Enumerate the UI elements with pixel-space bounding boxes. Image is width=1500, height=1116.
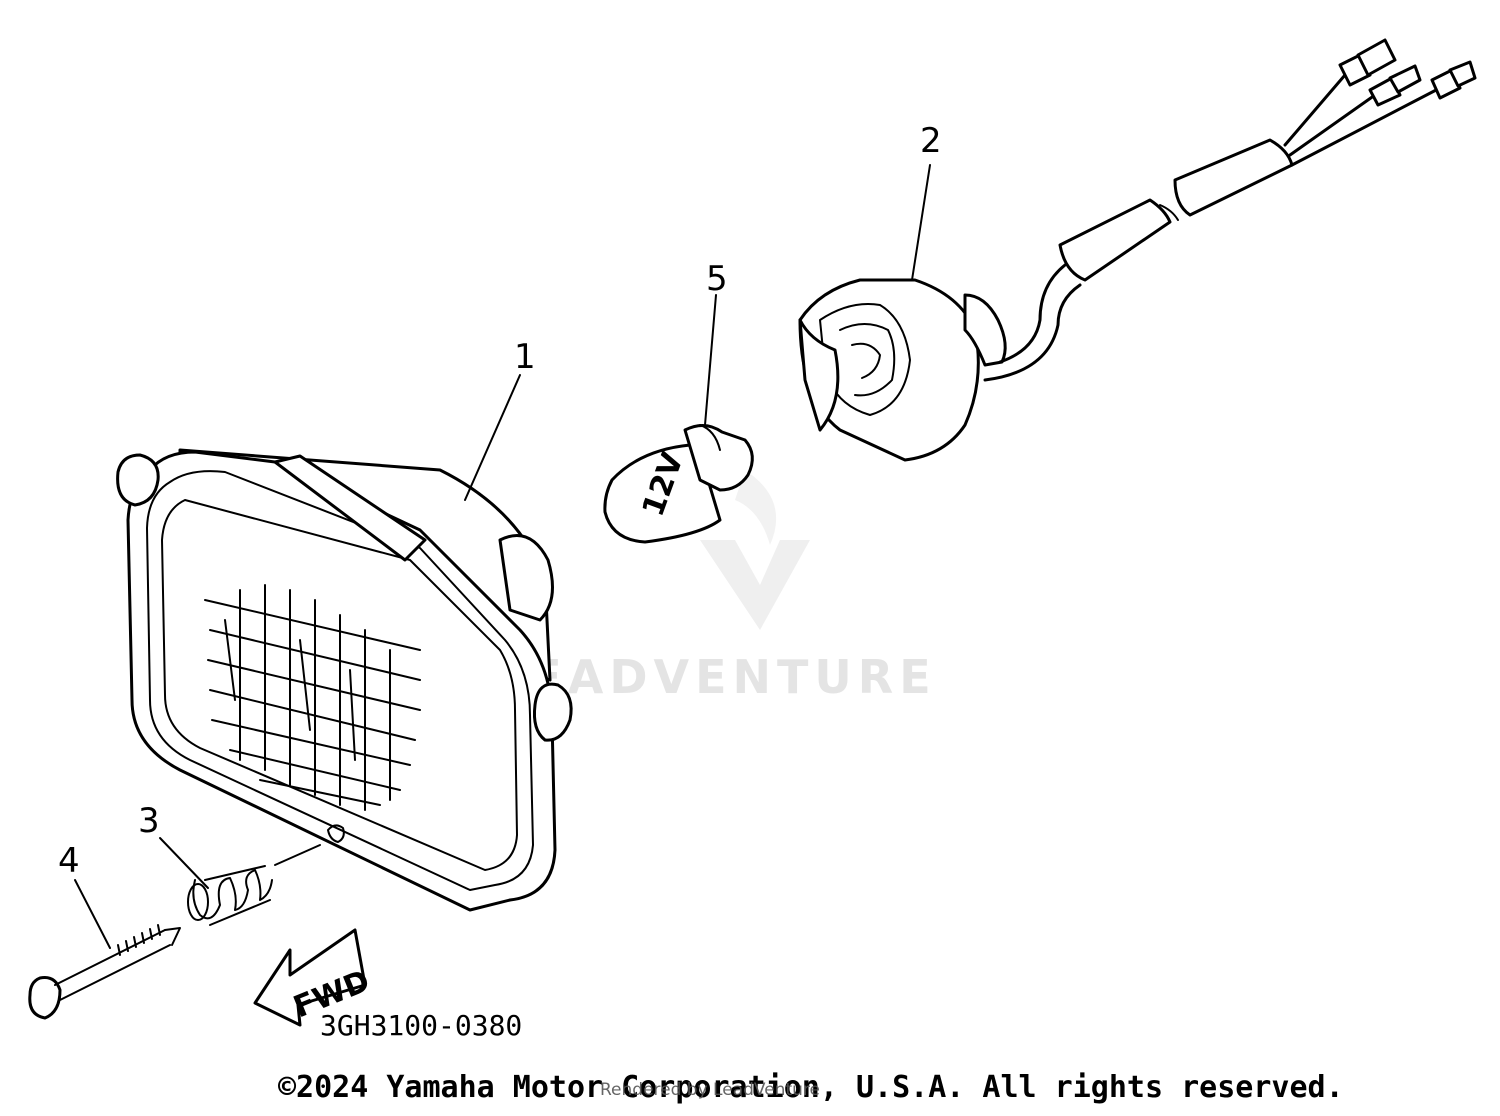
lens-pattern — [204, 584, 421, 811]
diagram-part-code: 3GH3100-0380 — [320, 1009, 522, 1042]
headlight-assembly[interactable] — [116, 448, 573, 912]
socket-harness[interactable] — [798, 38, 1477, 462]
bulb[interactable]: 12V — [603, 424, 754, 544]
callout-1: 1 — [514, 337, 536, 377]
callout-4: 4 — [58, 841, 80, 881]
callout-3: 3 — [138, 801, 160, 841]
rendered-by-text: Rendered by LeadVenture — [600, 1080, 820, 1100]
leader-lines — [74, 164, 931, 949]
callout-5: 5 — [706, 259, 728, 299]
copyright-text: ©2024 Yamaha Motor Corporation, U.S.A. A… — [278, 1070, 1344, 1105]
spring[interactable] — [187, 865, 273, 926]
callout-2: 2 — [920, 121, 942, 161]
leadventure-logo-icon — [700, 470, 810, 630]
screw[interactable] — [28, 924, 181, 1020]
